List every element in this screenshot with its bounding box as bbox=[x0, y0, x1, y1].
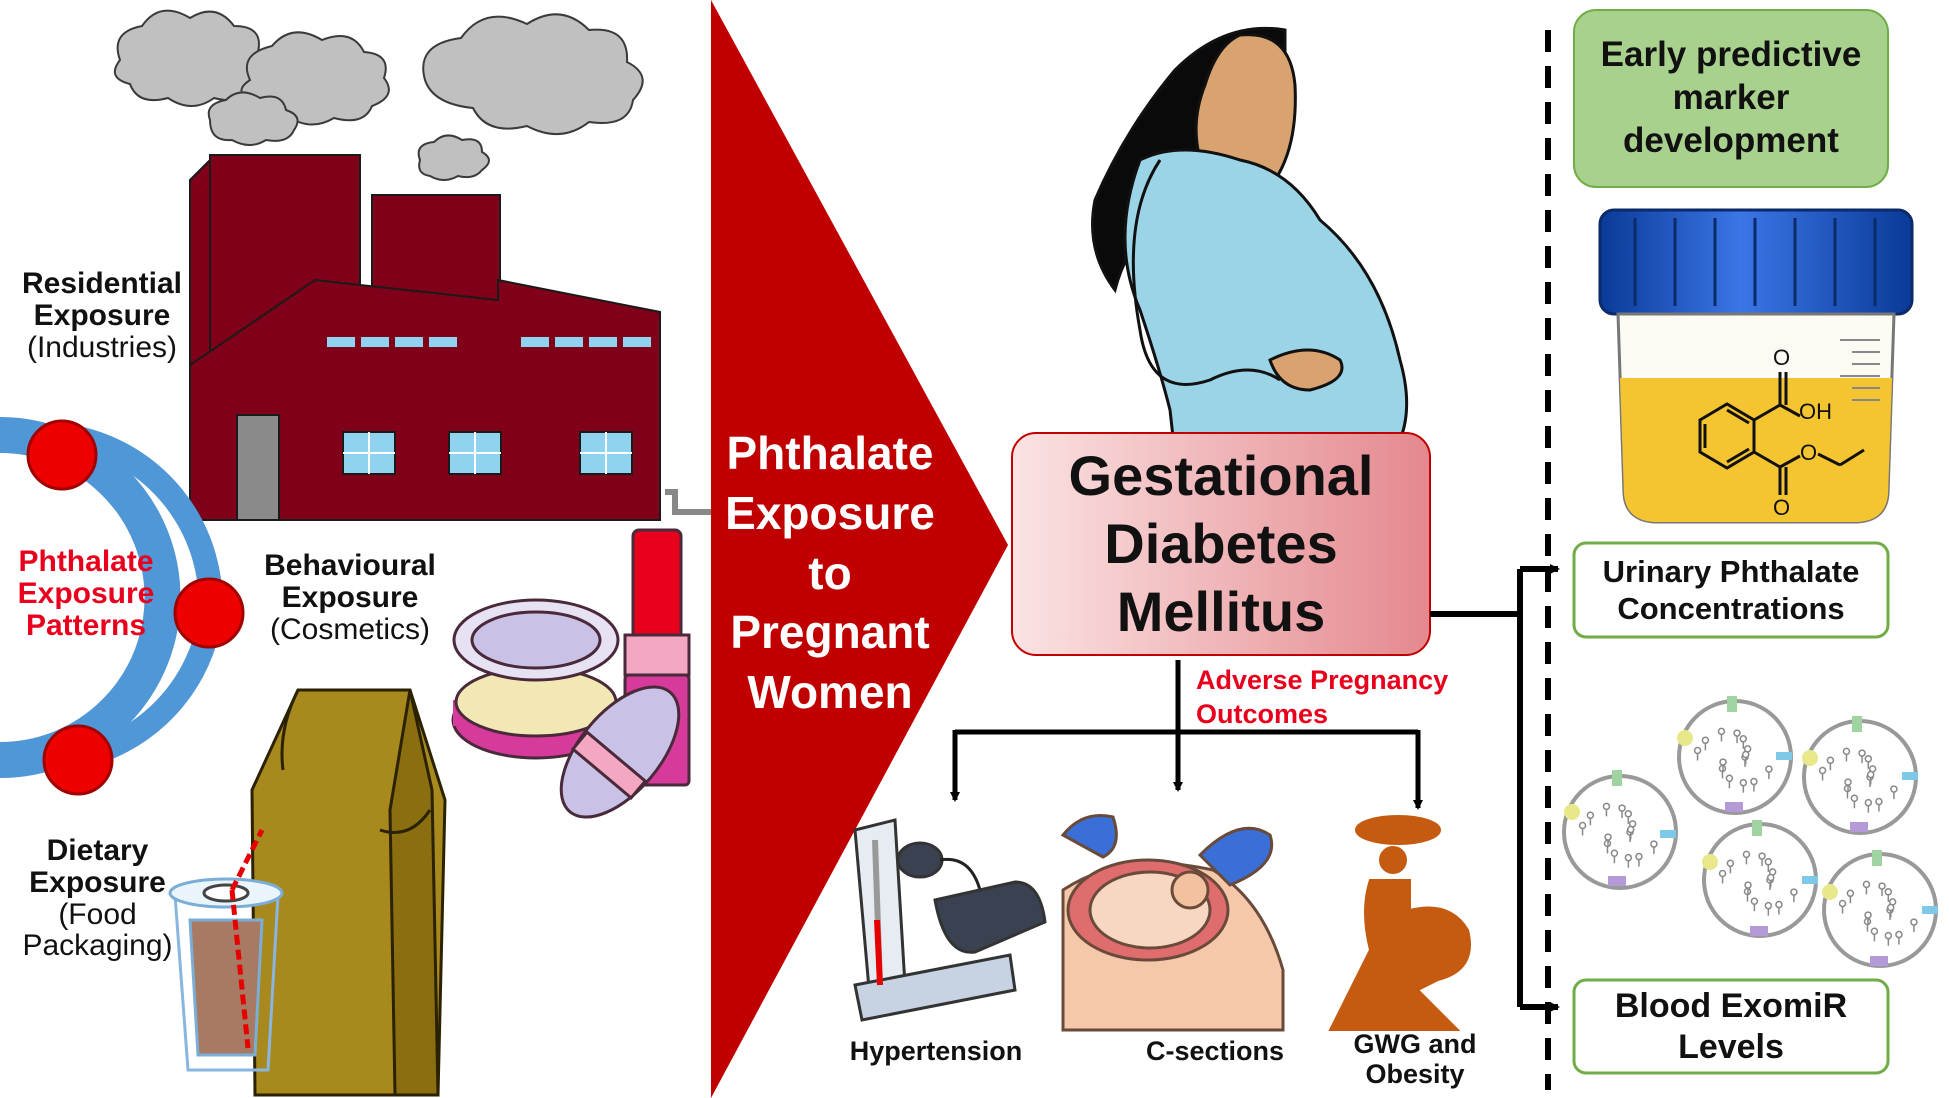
behavioural-node bbox=[173, 577, 245, 649]
factory-illustration bbox=[189, 154, 715, 521]
blood-exomir-label: Blood ExomiR Levels bbox=[1574, 980, 1888, 1073]
arrow-text-line-3: to bbox=[808, 546, 852, 599]
behavioural-title-2: Exposure bbox=[281, 580, 419, 614]
behavioural-detail: (Cosmetics) bbox=[269, 612, 430, 646]
pregnant-woman-illustration bbox=[1091, 26, 1409, 504]
molecule-o-top-label: O bbox=[1773, 345, 1791, 370]
urinary-box bbox=[1572, 541, 1890, 639]
early-marker-line-3: development bbox=[1623, 120, 1839, 160]
gdm-box bbox=[1011, 432, 1431, 656]
behavioural-title-1: Behavioural bbox=[264, 549, 436, 582]
gwg-line-1: GWG and bbox=[1353, 1029, 1477, 1059]
arrow-text-line-1: Phthalate bbox=[726, 427, 934, 479]
urinary-line-2: Concentrations bbox=[1617, 591, 1845, 626]
adverse-line-1: Adverse Pregnancy bbox=[1196, 665, 1449, 695]
c-section-icon bbox=[1060, 814, 1285, 1032]
urinary-line-1: Urinary Phthalate bbox=[1602, 553, 1860, 589]
arrow-text-line-2: Exposure bbox=[725, 486, 935, 539]
outcome-arrows bbox=[950, 660, 1423, 810]
exposure-pattern-arc bbox=[0, 417, 245, 796]
patterns-line-3: Patterns bbox=[25, 608, 147, 642]
phthalate-molecule bbox=[1698, 372, 1865, 495]
residential-title-1: Residential bbox=[21, 267, 183, 300]
arrow-text-line-4: Pregnant bbox=[730, 606, 930, 659]
dietary-exposure-label: Dietary Exposure (Food Packaging) bbox=[0, 835, 195, 962]
early-marker-box bbox=[1573, 9, 1889, 188]
c-sections-label: C-sections bbox=[1145, 1036, 1285, 1066]
hypertension-label: Hypertension bbox=[849, 1036, 1023, 1066]
residential-detail: (Industries) bbox=[26, 330, 178, 364]
dietary-detail-2: Packaging) bbox=[22, 929, 173, 963]
residential-node bbox=[26, 419, 98, 491]
urine-cup-illustration bbox=[1598, 208, 1914, 524]
gdm-label: Gestational Diabetes Mellitus bbox=[1012, 433, 1430, 655]
arrow-text-line-5: Women bbox=[747, 666, 913, 719]
molecule-o-ester-label: O bbox=[1800, 440, 1818, 465]
blood-box bbox=[1572, 978, 1890, 1075]
drink-cup-illustration bbox=[168, 828, 284, 1072]
patterns-line-1: Phthalate bbox=[18, 545, 154, 578]
gdm-line-3: Mellitus bbox=[1116, 580, 1326, 644]
adverse-line-2: Outcomes bbox=[1196, 698, 1329, 729]
molecule-oh-label: OH bbox=[1799, 399, 1832, 424]
gwg-obesity-label: GWG and Obesity bbox=[1335, 1029, 1495, 1089]
phthalate-exposure-patterns-label: Phthalate Exposure Patterns bbox=[0, 546, 172, 641]
blood-pressure-icon bbox=[853, 818, 1047, 1022]
dietary-title-2: Exposure bbox=[29, 865, 166, 899]
connector-lines bbox=[1430, 564, 1560, 1012]
gdm-line-1: Gestational bbox=[1068, 443, 1374, 507]
blood-line-2: Levels bbox=[1678, 1027, 1784, 1066]
patterns-line-2: Exposure bbox=[17, 576, 155, 610]
dietary-node bbox=[42, 724, 114, 796]
behavioural-exposure-label: Behavioural Exposure (Cosmetics) bbox=[240, 550, 460, 645]
exosome-mirna bbox=[1578, 727, 1918, 946]
cosmetics-illustration bbox=[451, 528, 691, 819]
residential-title-2: Exposure bbox=[33, 298, 171, 332]
dietary-title-1: Dietary bbox=[46, 834, 149, 867]
exosome-markers bbox=[1564, 696, 1938, 966]
exposure-arrow bbox=[711, 0, 1008, 1098]
urinary-label: Urinary Phthalate Concentrations bbox=[1574, 543, 1888, 637]
molecule-o-bottom-label: O bbox=[1773, 495, 1791, 520]
early-marker-line-2: marker bbox=[1672, 78, 1790, 118]
smoke-clouds bbox=[113, 9, 644, 181]
early-marker-label: Early predictive marker development bbox=[1574, 10, 1888, 187]
early-marker-line-1: Early predictive bbox=[1600, 35, 1862, 75]
paper-bag-illustration bbox=[250, 688, 447, 1097]
blood-line-1: Blood ExomiR bbox=[1614, 986, 1848, 1025]
residential-exposure-label: Residential Exposure (Industries) bbox=[4, 268, 200, 363]
gdm-line-2: Diabetes bbox=[1104, 511, 1338, 575]
adverse-outcomes-label: Adverse Pregnancy Outcomes bbox=[1196, 664, 1448, 732]
dietary-detail-1: (Food bbox=[58, 897, 137, 931]
gwg-obesity-icon bbox=[1328, 815, 1471, 1031]
arrow-text: Phthalate Exposure to Pregnant Women bbox=[706, 424, 954, 723]
gwg-line-2: Obesity bbox=[1365, 1058, 1465, 1089]
